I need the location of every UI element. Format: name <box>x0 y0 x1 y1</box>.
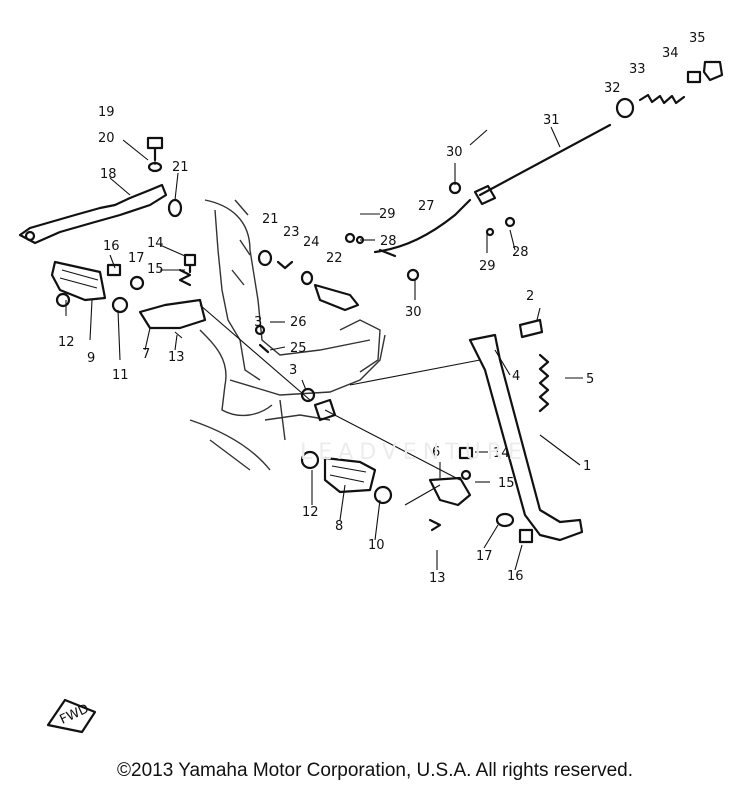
callout-15: 15 <box>498 476 515 491</box>
callout-23: 23 <box>283 225 300 240</box>
callout-6: 6 <box>432 445 440 460</box>
callout-30: 30 <box>405 305 422 320</box>
parts <box>18 60 724 544</box>
callout-16: 16 <box>507 569 524 584</box>
callout-8: 8 <box>335 519 343 534</box>
callout-19: 19 <box>98 105 115 120</box>
callout-27: 27 <box>418 199 435 214</box>
callout-2: 2 <box>526 289 534 304</box>
callout-15: 15 <box>147 262 164 277</box>
spring-33 <box>638 93 686 105</box>
callout-26: 26 <box>290 315 307 330</box>
callout-30: 30 <box>446 145 463 160</box>
callout-16: 16 <box>103 239 120 254</box>
callout-28: 28 <box>380 234 397 249</box>
callout-labels: 19 20 18 21 21 16 14 17 15 23 24 22 12 9… <box>58 31 706 586</box>
callout-5: 5 <box>586 372 594 387</box>
callout-3: 3 <box>254 315 262 330</box>
callout-18: 18 <box>100 167 117 182</box>
callout-29: 29 <box>479 259 496 274</box>
footrest-8 <box>323 456 377 494</box>
callout-17: 17 <box>128 251 145 266</box>
callout-29: 29 <box>379 207 396 222</box>
callout-12: 12 <box>58 335 75 350</box>
cable-27 <box>373 198 472 254</box>
callout-12: 12 <box>302 505 319 520</box>
callout-9: 9 <box>87 351 95 366</box>
spring-5 <box>538 353 550 413</box>
callout-33: 33 <box>629 62 646 77</box>
callout-3: 3 <box>289 363 297 378</box>
callout-35: 35 <box>689 31 706 46</box>
callout-24: 24 <box>303 235 320 250</box>
callout-31: 31 <box>543 113 560 128</box>
callout-17: 17 <box>476 549 493 564</box>
callout-34: 34 <box>662 46 679 61</box>
callout-22: 22 <box>326 251 343 266</box>
callout-21: 21 <box>262 212 279 227</box>
rod-31 <box>478 123 612 197</box>
callout-14: 14 <box>493 446 510 461</box>
watermark: LEADVENTURE <box>300 440 528 465</box>
callout-32: 32 <box>604 81 621 96</box>
callout-28: 28 <box>512 245 529 260</box>
side-stand-1 <box>468 333 584 542</box>
callout-11: 11 <box>112 368 129 383</box>
callout-20: 20 <box>98 131 115 146</box>
callout-13: 13 <box>429 571 446 586</box>
callout-14: 14 <box>147 236 164 251</box>
leader-lines <box>65 126 583 571</box>
callout-1: 1 <box>583 459 591 474</box>
pedal-arm-18 <box>18 183 168 245</box>
callout-7: 7 <box>142 347 150 362</box>
bracket-7 <box>138 298 207 330</box>
link-22 <box>313 283 360 312</box>
bracket-6 <box>428 476 472 507</box>
fwd-arrow: FWD <box>46 698 97 734</box>
callout-21: 21 <box>172 160 189 175</box>
footrest-9 <box>50 260 107 302</box>
callout-25: 25 <box>290 341 307 356</box>
callout-4: 4 <box>512 369 520 384</box>
copyright-notice: ©2013 Yamaha Motor Corporation, U.S.A. A… <box>117 760 633 781</box>
callout-13: 13 <box>168 350 185 365</box>
callout-10: 10 <box>368 538 385 553</box>
frame-outline <box>189 199 386 471</box>
